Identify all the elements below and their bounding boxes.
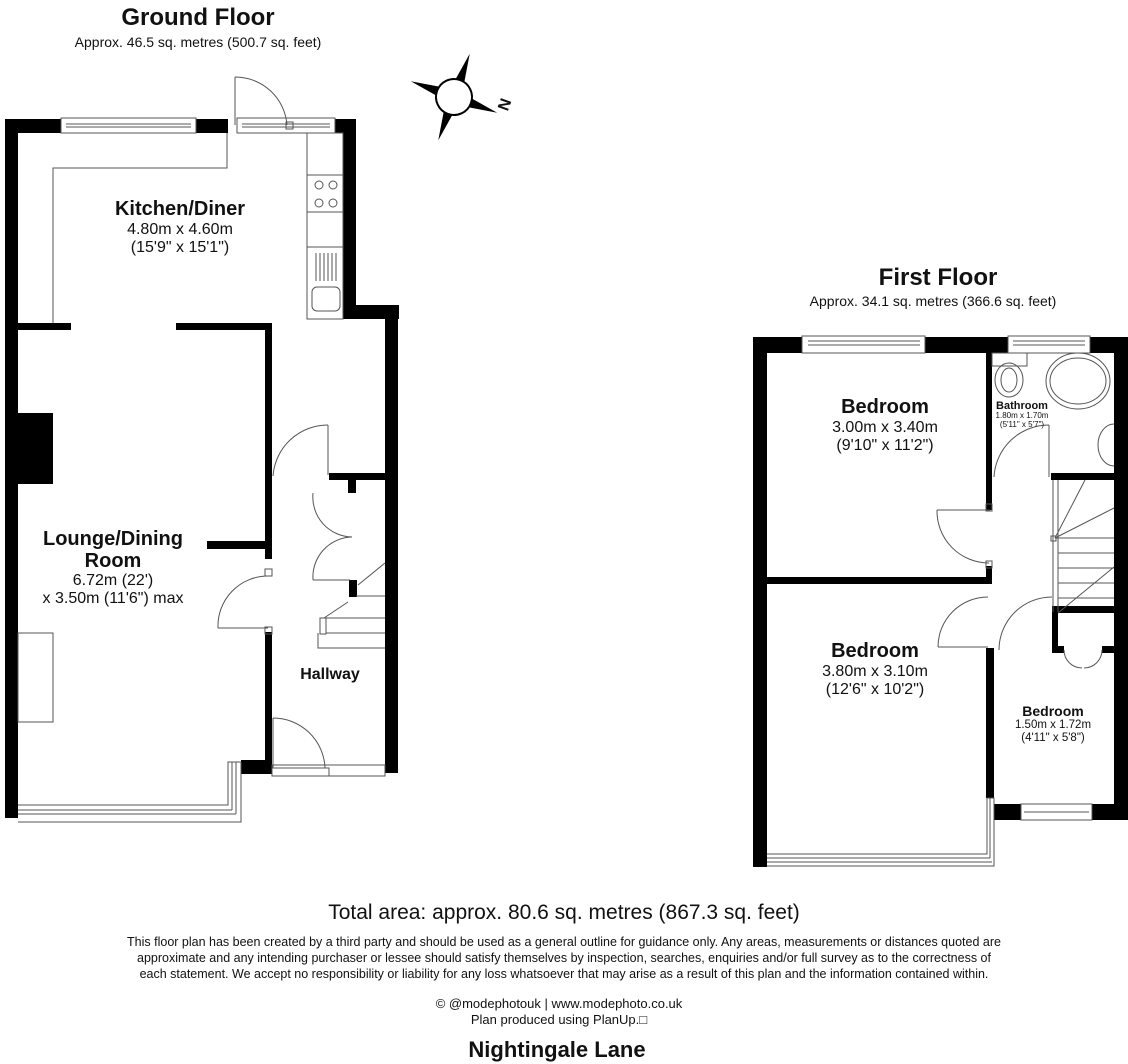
compass-icon [410, 53, 498, 141]
room-name-line1: Lounge/Dining [43, 528, 183, 550]
first-floor-area: Approx. 34.1 sq. metres (366.6 sq. feet) [809, 293, 1057, 309]
room-name: Bedroom [1022, 703, 1084, 719]
room-dim-line1: 6.72m (22') [72, 572, 154, 589]
room-name-line2: Room [84, 550, 142, 572]
room-bedroom-2: Bedroom 3.80m x 3.10m (12'6" x 10'2") [780, 640, 970, 698]
room-dim-line2: x 3.50m (11'6") max [42, 589, 184, 607]
room-bedroom-3: Bedroom 1.50m x 1.72m (4'11" x 5'8") [1000, 703, 1106, 744]
disclaimer-line: approximate and any intending purchaser … [137, 951, 991, 965]
first-floor-title: First Floor [878, 264, 998, 291]
total-area: Total area: approx. 80.6 sq. metres (867… [328, 901, 800, 924]
credits: © @modephotouk | www.modephoto.co.uk Pla… [0, 996, 1118, 1028]
disclaimer: This floor plan has been created by a th… [0, 934, 1128, 982]
room-dim-metric: 3.80m x 3.10m [822, 663, 928, 680]
room-dim-imperial: (4'11" x 5'8") [1021, 731, 1085, 744]
ground-floor-title: Ground Floor [121, 4, 275, 31]
room-name: Bedroom [831, 640, 919, 662]
room-dim-imperial: (12'6" x 10'2") [825, 680, 925, 698]
room-hallway: Hallway [300, 666, 360, 683]
room-kitchen-diner: Kitchen/Diner 4.80m x 4.60m (15'9" x 15'… [80, 198, 280, 256]
room-dim-metric: 4.80m x 4.60m [127, 221, 233, 238]
room-dim-metric: 3.00m x 3.40m [832, 419, 938, 436]
room-dim-metric: 1.50m x 1.72m [1014, 719, 1092, 731]
room-name: Kitchen/Diner [114, 198, 246, 220]
room-bedroom-1: Bedroom 3.00m x 3.40m (9'10" x 11'2") [790, 396, 980, 454]
room-bathroom: Bathroom 1.80m x 1.70m (5'11" x 5'7") [988, 400, 1056, 430]
disclaimer-line: each statement. We accept no responsibil… [139, 967, 989, 981]
property-address: Nightingale Lane [468, 1037, 646, 1062]
credit-line: © @modephotouk | www.modephoto.co.uk [435, 996, 683, 1011]
wall [5, 119, 18, 818]
room-lounge-dining: Lounge/Dining Room 6.72m (22') x 3.50m (… [18, 528, 208, 607]
credit-line: Plan produced using PlanUp.□ [470, 1012, 648, 1027]
room-dim-imperial: (5'11" x 5'7") [999, 419, 1045, 429]
ground-floor-area: Approx. 46.5 sq. metres (500.7 sq. feet) [74, 34, 322, 50]
room-name: Bedroom [841, 396, 929, 418]
room-name: Bathroom [996, 400, 1048, 412]
disclaimer-line: This floor plan has been created by a th… [127, 935, 1001, 949]
room-dim-imperial: (15'9" x 15'1") [130, 238, 230, 256]
room-dim-metric: 1.80m x 1.70m [995, 411, 1049, 420]
room-dim-imperial: (9'10" x 11'2") [836, 436, 934, 454]
